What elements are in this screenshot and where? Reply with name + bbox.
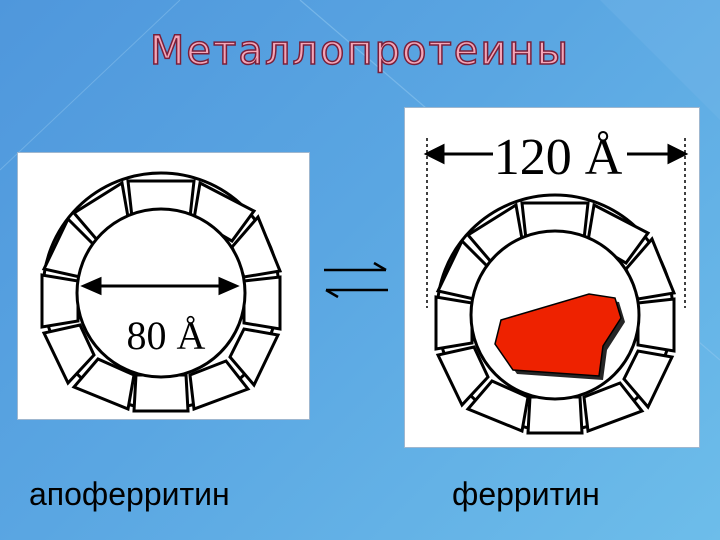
equilibrium-arrows: [324, 261, 388, 299]
diameter-label: 120 Å: [494, 129, 623, 186]
ferritin-svg: 120 Å: [423, 129, 689, 435]
extent-lines: [426, 138, 686, 308]
inner-cavity: [75, 207, 247, 379]
apoferritin-diagram: 80 Å: [17, 152, 310, 420]
ferritin-diagram: 120 Å: [404, 107, 700, 448]
apoferritin-caption: апоферритин: [29, 476, 230, 512]
ferritin-caption: ферритин: [452, 476, 600, 512]
diameter-label: 80 Å: [127, 313, 206, 358]
apoferritin-svg: 80 Å: [40, 171, 283, 413]
width-arrow: [423, 143, 689, 165]
iron-core: [494, 293, 622, 377]
diameter-arrow: [80, 276, 240, 296]
slide-title: Металлопротеины: [149, 27, 571, 75]
subunit-ring: [434, 201, 677, 435]
